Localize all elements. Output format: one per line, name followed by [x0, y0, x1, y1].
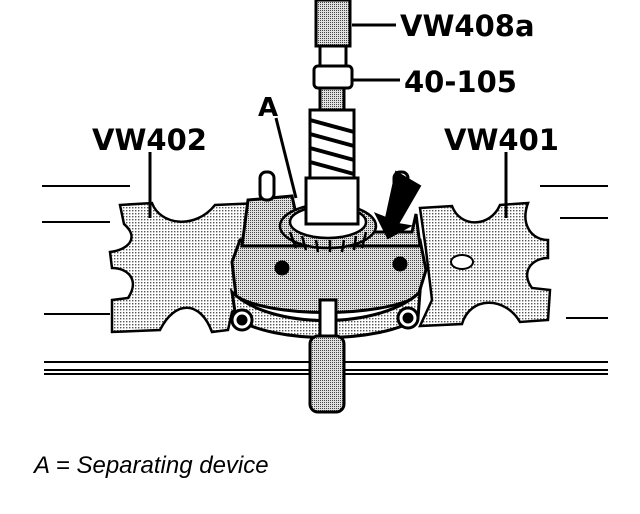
label-vw408a: VW408a	[400, 9, 535, 43]
label-40-105: 40-105	[404, 65, 517, 99]
label-a: A	[258, 93, 278, 123]
label-vw402: VW402	[92, 123, 207, 157]
leader-lines	[148, 23, 508, 218]
plate-vw401	[418, 201, 552, 328]
figure-caption: A = Separating device	[34, 452, 269, 479]
label-vw401: VW401	[444, 123, 559, 157]
pointer-arrow	[373, 170, 422, 240]
side-bolts	[230, 256, 420, 332]
shaft	[304, 0, 360, 226]
plate-vw402	[108, 201, 264, 334]
press-rod	[308, 298, 346, 414]
